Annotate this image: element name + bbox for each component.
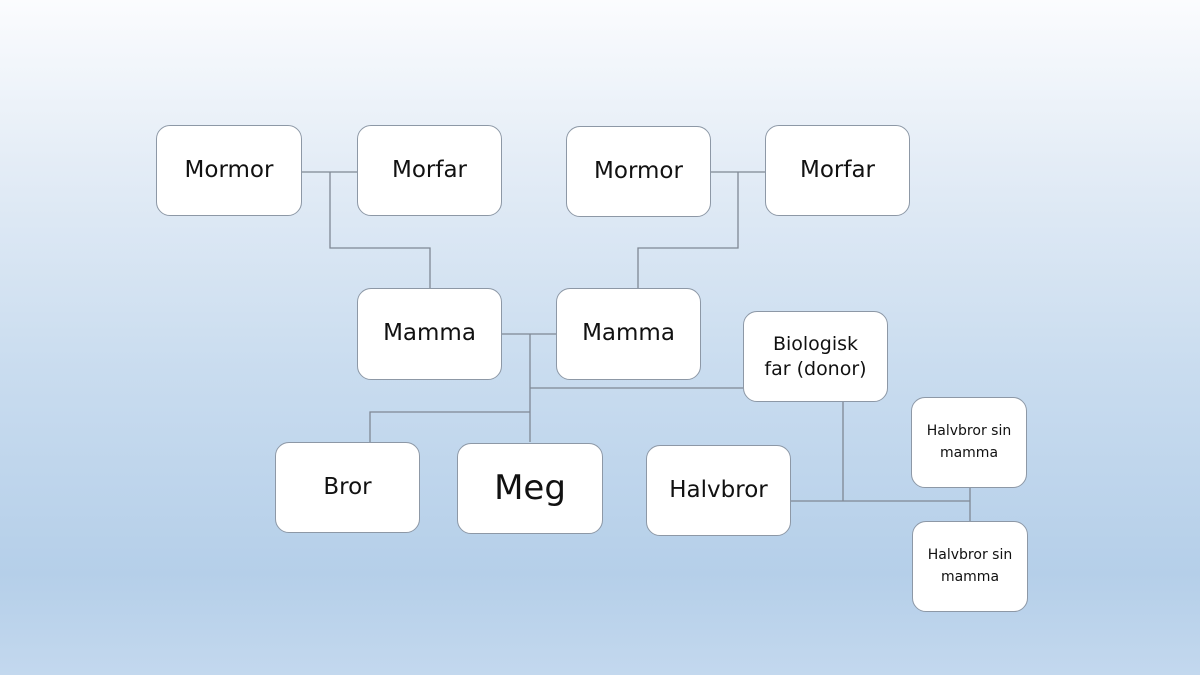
node-label: Mormor xyxy=(184,156,274,183)
node-morfar-right: Morfar xyxy=(765,125,910,216)
node-biologisk-far: Biologisk far (donor) xyxy=(743,311,888,402)
node-label: Mamma xyxy=(383,320,476,347)
connector-donor xyxy=(791,402,971,521)
node-mamma-left: Mamma xyxy=(357,288,502,380)
node-mormor-right: Mormor xyxy=(566,126,711,217)
node-meg: Meg xyxy=(457,443,603,534)
node-label: Halvbror sin mamma xyxy=(926,422,1012,461)
node-label: Mormor xyxy=(594,157,683,184)
node-halvbror-mamma-1: Halvbror sin mamma xyxy=(911,397,1027,488)
node-label: Morfar xyxy=(391,156,468,183)
connector-right-grandparents xyxy=(637,171,765,288)
connector-left-grandparents xyxy=(302,171,431,288)
node-label: Halvbror sin mamma xyxy=(927,546,1013,585)
node-bror: Bror xyxy=(275,442,420,533)
node-label: Morfar xyxy=(799,156,876,183)
node-label: Bror xyxy=(323,473,372,500)
connector-parents xyxy=(369,333,743,442)
node-label: Meg xyxy=(494,468,566,509)
node-mamma-right: Mamma xyxy=(556,288,701,380)
node-label: Mamma xyxy=(582,320,675,347)
node-morfar-left: Morfar xyxy=(357,125,502,216)
node-halvbror-mamma-2: Halvbror sin mamma xyxy=(912,521,1028,612)
node-mormor-left: Mormor xyxy=(156,125,302,216)
node-label: Biologisk far (donor) xyxy=(764,332,867,380)
node-halvbror: Halvbror xyxy=(646,445,791,536)
node-label: Halvbror xyxy=(669,476,768,503)
